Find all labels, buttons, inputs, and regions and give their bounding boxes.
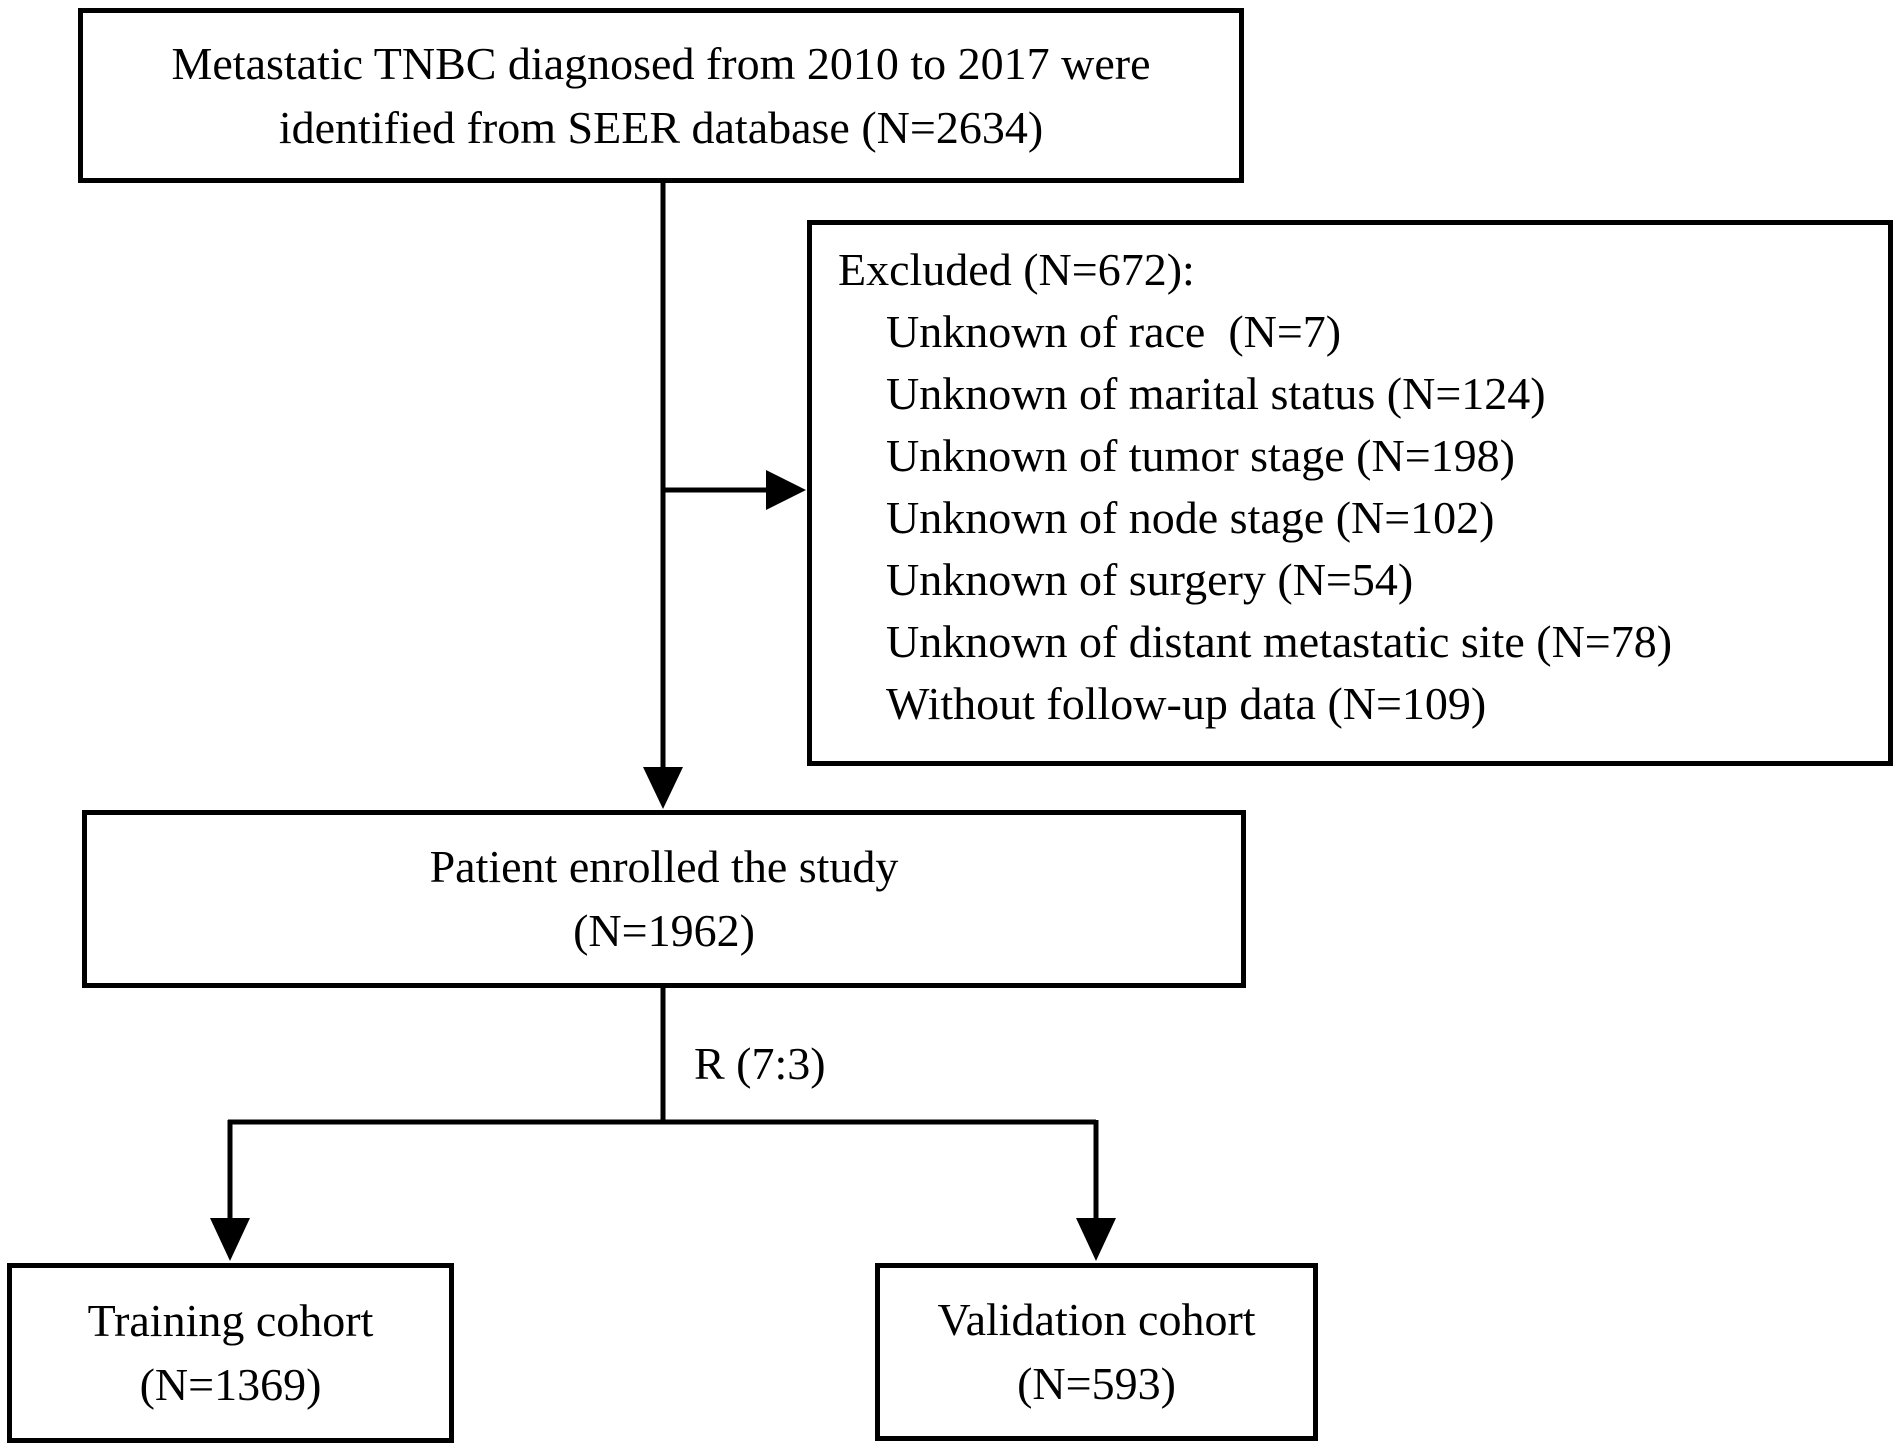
identified-line1: Metastatic TNBC diagnosed from 2010 to 2… — [171, 37, 1151, 89]
validation-line2: (N=593) — [1017, 1358, 1176, 1409]
excluded-title: Excluded (N=672): — [838, 244, 1195, 295]
box-enrolled: Patient enrolled the study (N=1962) — [82, 810, 1246, 988]
enrolled-line2: (N=1962) — [573, 905, 755, 956]
training-line2: (N=1369) — [139, 1359, 322, 1410]
box-training-cohort: Training cohort (N=1369) — [7, 1263, 454, 1443]
excluded-item-node-stage: Unknown of node stage (N=102) — [886, 492, 1495, 543]
validation-line1: Validation cohort — [937, 1294, 1256, 1345]
excluded-item-race: Unknown of race (N=7) — [886, 306, 1342, 357]
excluded-item-marital-status: Unknown of marital status (N=124) — [886, 368, 1546, 419]
excluded-item-follow-up: Without follow-up data (N=109) — [886, 678, 1487, 729]
arrowhead-down-validation-icon — [1076, 1218, 1116, 1261]
enrolled-line1: Patient enrolled the study — [429, 841, 899, 892]
training-line1: Training cohort — [87, 1295, 374, 1346]
randomization-ratio-label: R (7:3) — [694, 1038, 826, 1089]
box-excluded: Excluded (N=672): Unknown of race (N=7) … — [807, 220, 1893, 766]
box-validation-cohort: Validation cohort (N=593) — [875, 1263, 1318, 1441]
arrowhead-right-excluded-icon — [766, 470, 806, 510]
excluded-item-surgery: Unknown of surgery (N=54) — [886, 554, 1414, 605]
identified-line2: identified from SEER database (N=2634) — [278, 101, 1044, 153]
excluded-item-tumor-stage: Unknown of tumor stage (N=198) — [886, 430, 1515, 481]
arrowhead-down-training-icon — [210, 1218, 250, 1261]
box-identified-cohort: Metastatic TNBC diagnosed from 2010 to 2… — [78, 8, 1244, 183]
arrowhead-down-enrolled-icon — [643, 767, 683, 809]
excluded-item-metastatic-site: Unknown of distant metastatic site (N=78… — [886, 616, 1673, 667]
